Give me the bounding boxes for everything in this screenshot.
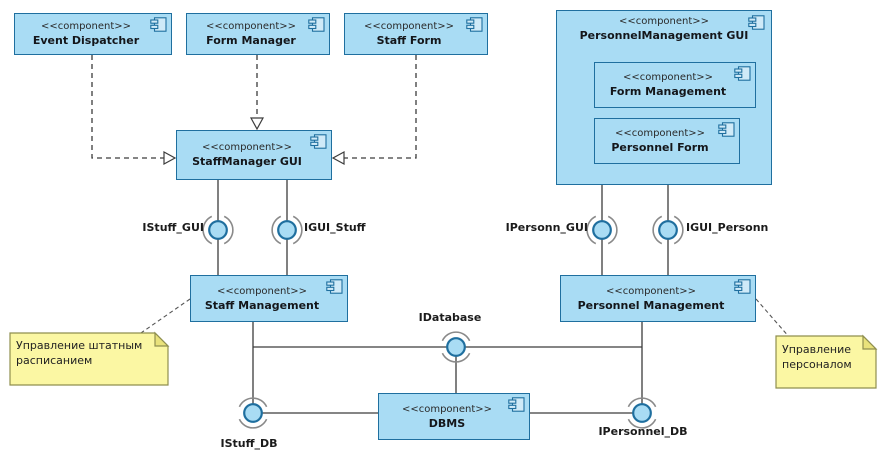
note-anchor-personnel bbox=[755, 298, 791, 339]
interface-ball-istuff-gui[interactable] bbox=[202, 215, 234, 245]
component-icon bbox=[326, 279, 343, 294]
note-line: расписанием bbox=[16, 354, 93, 367]
component-icon bbox=[310, 134, 327, 149]
component-personnel-form[interactable]: <<component>> Personnel Form bbox=[594, 118, 740, 164]
component-name: Personnel Form bbox=[611, 141, 709, 154]
note-line: Управление bbox=[782, 343, 852, 356]
interface-ball-ipersonnel-db[interactable] bbox=[627, 397, 657, 429]
component-form-manager[interactable]: <<component>> Form Manager bbox=[186, 13, 330, 55]
component-staffmanager-gui[interactable]: <<component>> StaffManager GUI bbox=[176, 130, 332, 180]
component-personnelmanagement-gui[interactable]: <<component>> PersonnelManagement GUI <<… bbox=[556, 10, 772, 185]
note-personnel-text: Управление персоналом bbox=[782, 342, 852, 372]
component-icon bbox=[718, 122, 735, 137]
component-event-dispatcher[interactable]: <<component>> Event Dispatcher bbox=[14, 13, 172, 55]
interface-label-igui-personn: IGUI_Personn bbox=[686, 221, 769, 234]
component-icon bbox=[748, 15, 765, 30]
arrowhead-right bbox=[163, 150, 177, 166]
component-name: Staff Form bbox=[376, 34, 442, 47]
component-name: Personnel Management bbox=[577, 298, 725, 312]
component-icon bbox=[308, 17, 325, 32]
component-name: Staff Management bbox=[204, 298, 320, 312]
note-anchor-staff bbox=[137, 298, 191, 336]
component-staff-management[interactable]: <<component>> Staff Management bbox=[190, 275, 348, 322]
stereotype-label: <<component>> bbox=[401, 403, 493, 415]
component-staff-form[interactable]: <<component>> Staff Form bbox=[344, 13, 488, 55]
interface-label-istuff-db: IStuff_DB bbox=[220, 437, 278, 450]
stereotype-label: <<component>> bbox=[622, 72, 714, 83]
interface-label-idatabase: IDatabase bbox=[418, 311, 482, 324]
interface-ball-idatabase[interactable] bbox=[441, 331, 471, 363]
stereotype-label: <<component>> bbox=[216, 285, 308, 297]
component-name: DBMS bbox=[428, 416, 466, 430]
dependency-event-dispatcher-staffmanager-gui bbox=[91, 55, 164, 159]
interface-ball-ipersonn-gui[interactable] bbox=[586, 215, 618, 245]
component-name: Form Manager bbox=[206, 34, 296, 47]
component-icon bbox=[734, 66, 751, 81]
component-name: PersonnelManagement GUI bbox=[579, 29, 749, 42]
interface-ball-igui-personn[interactable] bbox=[652, 215, 684, 245]
interface-label-ipersonn-gui: IPersonn_GUI bbox=[505, 221, 588, 234]
stereotype-label: <<component>> bbox=[363, 21, 455, 32]
arrowhead-down bbox=[249, 117, 265, 131]
component-name: Event Dispatcher bbox=[32, 34, 140, 47]
stereotype-label: <<component>> bbox=[205, 21, 297, 32]
stereotype-label: <<component>> bbox=[605, 285, 697, 297]
interface-label-ipersonnel-db: IPersonnel_DB bbox=[598, 425, 688, 438]
arrowhead-left bbox=[331, 150, 345, 166]
note-personnel-fold bbox=[862, 334, 878, 350]
component-dbms[interactable]: <<component>> DBMS bbox=[378, 393, 530, 440]
interface-ball-igui-stuff[interactable] bbox=[271, 215, 303, 245]
stereotype-label: <<component>> bbox=[40, 21, 132, 32]
component-icon bbox=[508, 397, 525, 412]
component-name: Form Management bbox=[609, 85, 727, 98]
component-name: StaffManager GUI bbox=[192, 155, 302, 168]
interface-label-istuff-gui: IStuff_GUI bbox=[142, 221, 204, 234]
stereotype-label: <<component>> bbox=[618, 16, 710, 27]
component-icon bbox=[734, 279, 751, 294]
component-icon bbox=[466, 17, 483, 32]
component-personnel-management[interactable]: <<component>> Personnel Management bbox=[560, 275, 756, 322]
interface-label-igui-stuff: IGUI_Stuff bbox=[304, 221, 366, 234]
stereotype-label: <<component>> bbox=[614, 128, 706, 139]
dependency-staff-form-staffmanager-gui bbox=[344, 55, 417, 159]
component-icon bbox=[150, 17, 167, 32]
note-line: Управление штатным bbox=[16, 339, 143, 352]
note-line: персоналом bbox=[782, 358, 852, 371]
interface-ball-istuff-db[interactable] bbox=[238, 397, 268, 429]
note-staff-text: Управление штатным расписанием bbox=[16, 338, 142, 368]
component-form-management[interactable]: <<component>> Form Management bbox=[594, 62, 756, 108]
stereotype-label: <<component>> bbox=[201, 142, 293, 153]
note-staff-fold bbox=[154, 331, 170, 347]
